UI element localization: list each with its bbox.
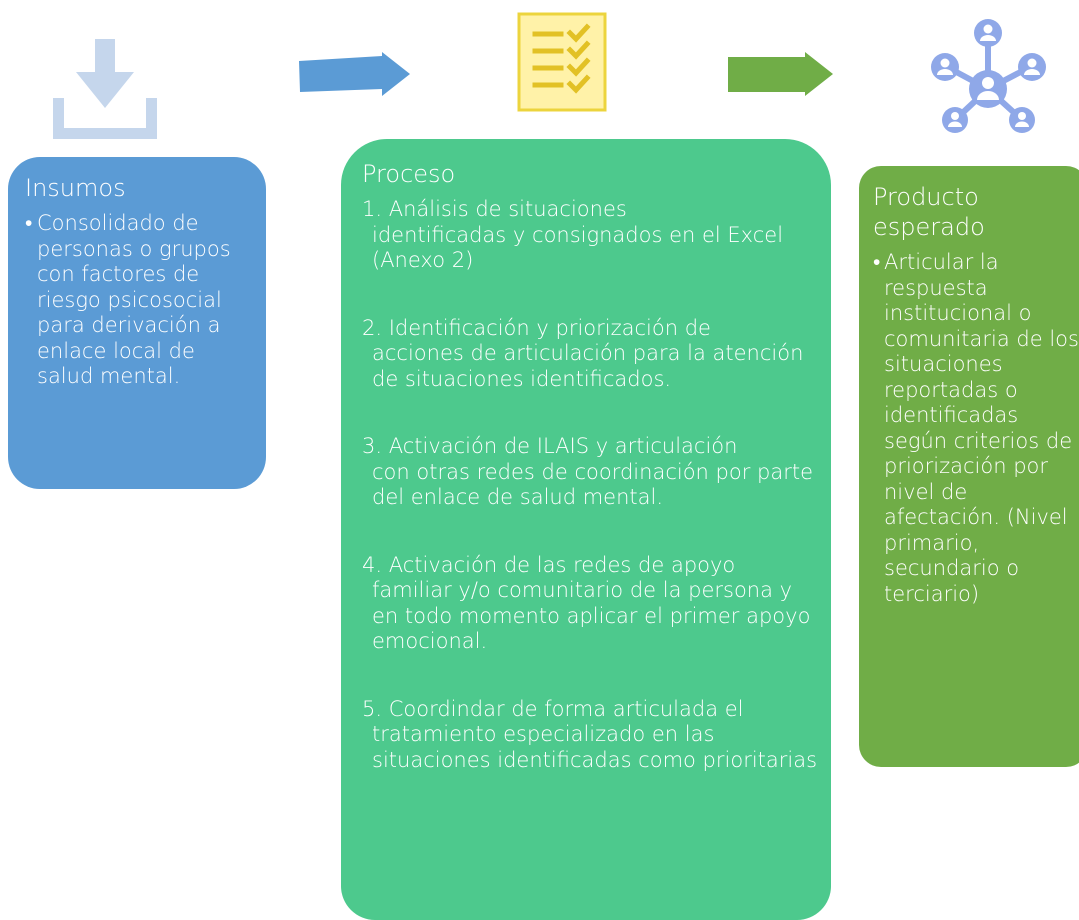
producto-title: Producto esperado <box>873 183 985 241</box>
proceso-title: Proceso <box>362 160 456 188</box>
producto-item: • Articular la respuesta institucional o… <box>873 250 1079 607</box>
download-icon <box>53 39 157 139</box>
insumos-item-text: Consolidado de personas o grupos con fac… <box>37 211 231 388</box>
insumos-item: • Consolidado de personas o grupos con f… <box>25 211 252 390</box>
people-network-icon <box>931 19 1046 133</box>
proceso-box: Proceso 1. Análisis de situaciones ident… <box>341 139 831 920</box>
producto-box: Producto esperado • Articular la respues… <box>859 166 1079 767</box>
bullet: • <box>25 211 33 235</box>
proceso-step-2: 2. Identificación y priorización de acci… <box>362 315 804 391</box>
proceso-step-3: 3. Activación de ILAIS y articulación co… <box>362 434 813 509</box>
checklist-icon <box>517 12 607 112</box>
arrow-right-icon <box>299 52 410 96</box>
proceso-step-4: 4. Activación de las redes de apoyo fami… <box>362 552 811 654</box>
arrow-right-icon <box>728 52 833 96</box>
insumos-title: Insumos <box>25 174 126 202</box>
bullet: • <box>873 250 881 274</box>
proceso-step-5: 5. Coordindar de forma articulada el tra… <box>362 696 818 772</box>
producto-item-text: Articular la respuesta institucional o c… <box>884 250 1079 606</box>
insumos-box: Insumos • Consolidado de personas o grup… <box>8 157 266 489</box>
proceso-step-1: 1. Análisis de situaciones identificadas… <box>362 197 784 272</box>
